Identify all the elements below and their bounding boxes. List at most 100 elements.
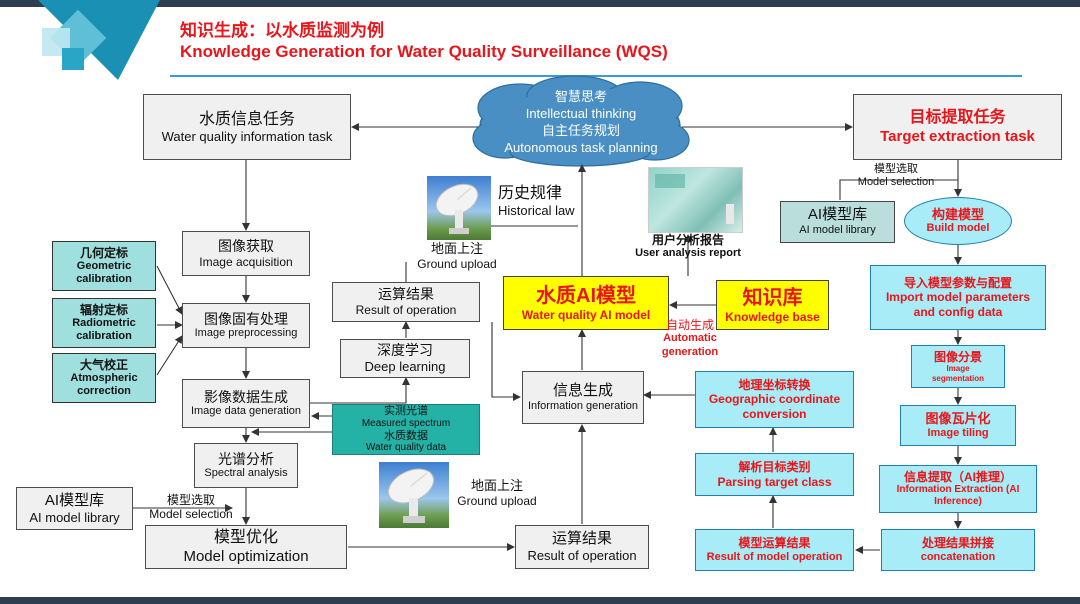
information-generation-zh: 信息生成 bbox=[552, 381, 613, 399]
historical-law-en: Historical law bbox=[498, 203, 575, 219]
build-model-ellipse[interactable]: 构建模型 Build model bbox=[904, 197, 1012, 245]
model-selection-right-label: 模型选取 Model selection bbox=[848, 163, 944, 189]
image-segmentation-zh: 图像分景 bbox=[933, 349, 982, 364]
historical-law-zh: 历史规律 bbox=[498, 185, 563, 202]
image-acquisition-en: Image acquisition bbox=[199, 254, 293, 269]
user-report-en: User analysis report bbox=[635, 247, 741, 260]
title-underline bbox=[170, 75, 1022, 77]
model-selection-right-en: Model selection bbox=[857, 176, 935, 189]
target-extraction-zh: 目标提取任务 bbox=[909, 109, 1006, 127]
model-operation-result-en: Result of model operation bbox=[706, 550, 843, 563]
top-bar bbox=[0, 0, 1080, 7]
result-operation-top-en: Result of operation bbox=[355, 303, 457, 318]
water-quality-ai-model-box[interactable]: 水质AI模型 Water quality AI model bbox=[503, 276, 669, 330]
image-tiling-box[interactable]: 图像瓦片化 Image tiling bbox=[900, 405, 1016, 446]
concatenation-en: concatenation bbox=[920, 550, 996, 563]
ground-upload-top-label: 地面上注 Ground upload bbox=[410, 241, 504, 271]
build-model-en: Build model bbox=[926, 222, 990, 235]
ai-model-library-right-zh: AI模型库 bbox=[807, 206, 868, 224]
image-tiling-zh: 图像瓦片化 bbox=[925, 411, 991, 427]
image-acquisition-box[interactable]: 图像获取 Image acquisition bbox=[182, 231, 310, 276]
user-report-zh: 用户分析报告 bbox=[651, 233, 724, 247]
import-model-params-box[interactable]: 导入模型参数与配置 Import model parameters and co… bbox=[870, 265, 1046, 330]
spectral-analysis-box[interactable]: 光谱分析 Spectral analysis bbox=[194, 443, 298, 488]
model-optimization-zh: 模型优化 bbox=[213, 529, 278, 547]
result-operation-bottom-box[interactable]: 运算结果 Result of operation bbox=[515, 525, 649, 569]
cloud-label: 智慧思考 Intellectual thinking 自主任务规划 Autono… bbox=[478, 88, 684, 156]
ai-model-library-right-en: AI model library bbox=[799, 224, 876, 237]
knowledge-base-box[interactable]: 知识库 Knowledge base bbox=[716, 280, 829, 330]
result-operation-top-box[interactable]: 运算结果 Result of operation bbox=[332, 282, 480, 322]
model-optimization-en: Model optimization bbox=[183, 547, 309, 565]
knowledge-base-en: Knowledge base bbox=[725, 309, 820, 324]
ground-upload-top-en: Ground upload bbox=[417, 256, 497, 271]
radiometric-calibration-box[interactable]: 辐射定标 Radiometric calibration bbox=[52, 298, 156, 348]
geometric-calibration-box[interactable]: 几何定标 Geometric calibration bbox=[52, 241, 156, 291]
ai-model-library-left-zh: AI模型库 bbox=[44, 491, 105, 509]
image-data-generation-en: Image data generation bbox=[190, 405, 302, 418]
build-model-zh: 构建模型 bbox=[931, 206, 984, 222]
measured-spectrum-en: Measured spectrum bbox=[361, 418, 451, 429]
geographic-conversion-zh: 地理坐标转换 bbox=[738, 377, 811, 392]
cloud-line-3: 自主任务规划 bbox=[541, 123, 620, 138]
bottom-bar bbox=[0, 597, 1080, 604]
concatenation-zh: 处理结果拼接 bbox=[921, 536, 994, 551]
parsing-target-class-zh: 解析目标类别 bbox=[738, 460, 811, 475]
parsing-target-class-box[interactable]: 解析目标类别 Parsing target class bbox=[695, 453, 854, 496]
image-preprocessing-box[interactable]: 图像固有处理 Image preprocessing bbox=[182, 303, 310, 348]
ground-upload-top-zh: 地面上注 bbox=[430, 241, 483, 256]
page-title: 知识生成：以水质监测为例 Knowledge Generation for Wa… bbox=[180, 20, 668, 62]
automatic-generation-label: 自动生成 Automatic generation bbox=[660, 318, 720, 359]
model-operation-result-box[interactable]: 模型运算结果 Result of model operation bbox=[695, 529, 854, 571]
corner-decoration bbox=[38, 0, 160, 80]
import-model-params-en: Import model parameters and config data bbox=[885, 290, 1031, 319]
water-quality-ai-model-en: Water quality AI model bbox=[521, 307, 651, 322]
import-model-params-zh: 导入模型参数与配置 bbox=[903, 275, 1012, 290]
water-quality-task-en: Water quality information task bbox=[161, 128, 333, 144]
information-extraction-box[interactable]: 信息提取（AI推理） Information Extraction (AI In… bbox=[879, 465, 1037, 513]
cloud-line-2: Intellectual thinking bbox=[525, 106, 637, 121]
cloud-line-1: 智慧思考 bbox=[554, 89, 607, 104]
automatic-generation-en: Automatic generation bbox=[661, 332, 719, 358]
deep-learning-zh: 深度学习 bbox=[377, 342, 433, 359]
model-selection-left-label: 模型选取 Model selection bbox=[146, 493, 236, 522]
concatenation-box[interactable]: 处理结果拼接 concatenation bbox=[881, 529, 1035, 571]
deep-learning-en: Deep learning bbox=[364, 359, 446, 375]
satellite-dish-icon bbox=[435, 183, 479, 234]
model-operation-result-zh: 模型运算结果 bbox=[738, 536, 811, 551]
parsing-target-class-en: Parsing target class bbox=[717, 474, 832, 489]
title-en: Knowledge Generation for Water Quality S… bbox=[180, 42, 668, 61]
water-quality-task-box[interactable]: 水质信息任务 Water quality information task bbox=[143, 94, 351, 160]
image-segmentation-box[interactable]: 图像分景 Image segmentation bbox=[911, 345, 1005, 388]
model-optimization-box[interactable]: 模型优化 Model optimization bbox=[145, 525, 347, 569]
water-quality-task-zh: 水质信息任务 bbox=[198, 110, 295, 128]
atmospheric-correction-box[interactable]: 大气校正 Atmospheric correction bbox=[52, 353, 156, 403]
geographic-conversion-box[interactable]: 地理坐标转换 Geographic coordinate conversion bbox=[695, 371, 854, 428]
report-legend bbox=[726, 204, 734, 224]
image-data-generation-zh: 影像数据生成 bbox=[204, 388, 288, 405]
ground-upload-bottom-zh: 地面上注 bbox=[470, 478, 523, 493]
image-acquisition-zh: 图像获取 bbox=[218, 237, 274, 254]
atmospheric-correction-en: Atmospheric correction bbox=[70, 372, 138, 398]
model-selection-right-zh: 模型选取 bbox=[874, 163, 918, 175]
ai-model-library-right-box[interactable]: AI模型库 AI model library bbox=[780, 201, 895, 243]
satellite-dish-icon bbox=[387, 468, 435, 523]
image-data-generation-box[interactable]: 影像数据生成 Image data generation bbox=[182, 379, 310, 428]
measured-spectrum-box[interactable]: 实测光谱 Measured spectrum 水质数据 Water qualit… bbox=[332, 404, 480, 455]
geometric-calibration-zh: 几何定标 bbox=[79, 245, 128, 260]
target-extraction-en: Target extraction task bbox=[880, 127, 1035, 145]
historical-law-label: 历史规律 Historical law bbox=[498, 184, 588, 219]
measured-spectrum-zh: 实测光谱 bbox=[384, 405, 428, 418]
deep-learning-box[interactable]: 深度学习 Deep learning bbox=[340, 339, 470, 378]
information-generation-box[interactable]: 信息生成 Information generation bbox=[522, 371, 644, 424]
ai-model-library-left-box[interactable]: AI模型库 AI model library bbox=[16, 487, 133, 530]
target-extraction-task-box[interactable]: 目标提取任务 Target extraction task bbox=[853, 94, 1062, 160]
ground-upload-bottom-label: 地面上注 Ground upload bbox=[455, 478, 539, 508]
water-quality-data-en: Water quality data bbox=[365, 442, 447, 454]
antenna-image-top bbox=[427, 176, 491, 240]
knowledge-base-zh: 知识库 bbox=[742, 286, 803, 309]
model-selection-left-zh: 模型选取 bbox=[166, 493, 215, 507]
information-extraction-en: Information Extraction (AI Inference) bbox=[896, 484, 1020, 508]
